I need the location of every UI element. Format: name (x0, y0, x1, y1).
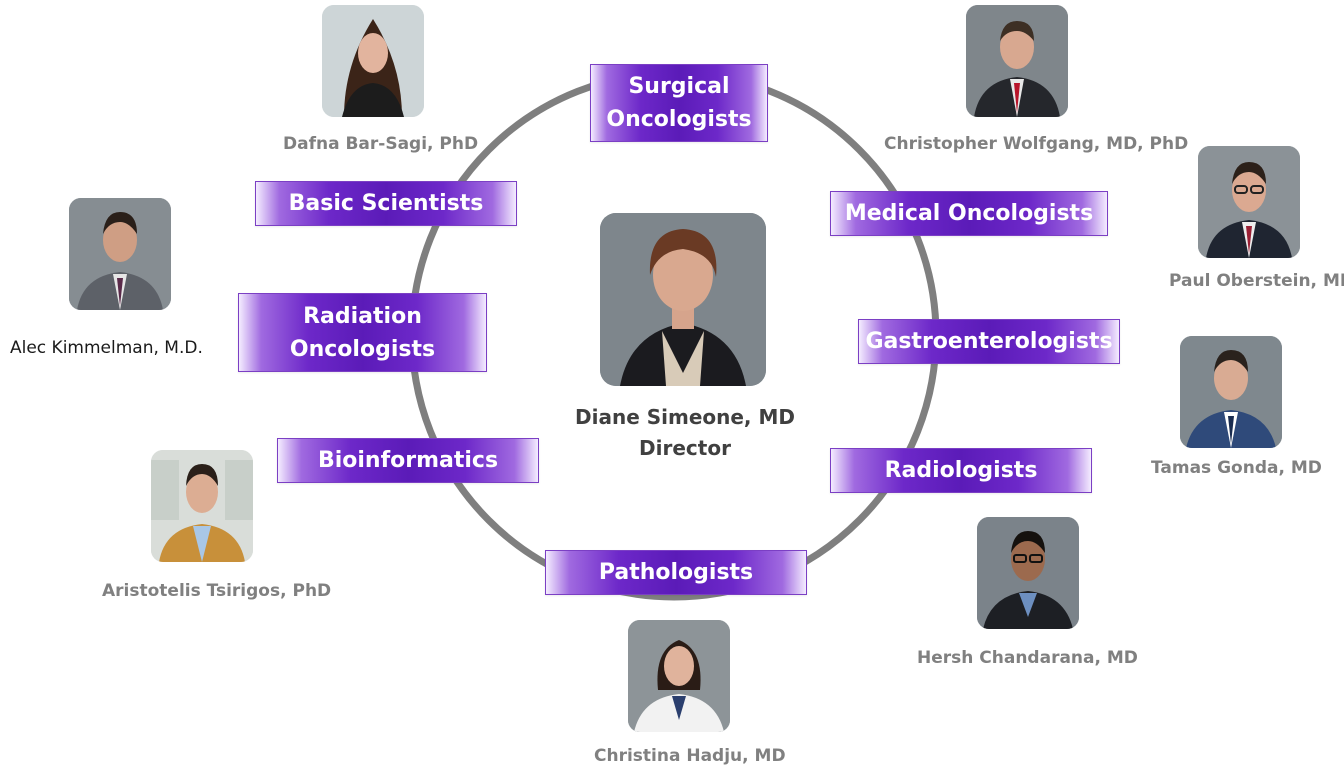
wolfgang-name: Christopher Wolfgang, MD, PhD (884, 134, 1189, 154)
director-name: Diane Simeone, MD (575, 405, 795, 429)
oberstein-name: Paul Oberstein, MD (1169, 271, 1344, 291)
kimmelman-name: Alec Kimmelman, M.D. (10, 338, 203, 358)
surgical-oncologists-box: Surgical Oncologists (590, 64, 768, 142)
bioinformatics-box: Bioinformatics (277, 438, 539, 483)
bar-sagi-photo (322, 5, 424, 117)
radiologists-box: Radiologists (830, 448, 1092, 493)
tsirigos-photo (151, 450, 253, 562)
medical-oncologists-label: Medical Oncologists (844, 201, 1094, 226)
chandarana-name: Hersh Chandarana, MD (917, 648, 1138, 668)
tsirigos-name: Aristotelis Tsirigos, PhD (102, 581, 332, 601)
pathologists-label: Pathologists (598, 560, 754, 585)
chandarana-photo (977, 517, 1079, 629)
basic-scientists-label: Basic Scientists (288, 191, 484, 216)
gastroenterologists-label: Gastroenterologists (865, 329, 1113, 354)
kimmelman-photo (69, 198, 171, 310)
director-caption: Diane Simeone, MD Director (560, 402, 810, 464)
basic-scientists-box: Basic Scientists (255, 181, 517, 226)
surgical-oncologists-label-2: Oncologists (606, 107, 752, 132)
wolfgang-photo (966, 5, 1068, 117)
radiation-oncologists-label-2: Oncologists (289, 336, 436, 362)
medical-oncologists-box: Medical Oncologists (830, 191, 1108, 236)
director-role: Director (639, 436, 731, 460)
bioinformatics-label: Bioinformatics (317, 448, 499, 473)
radiation-oncologists-label-1: Radiation (303, 303, 422, 329)
gonda-name: Tamas Gonda, MD (1151, 458, 1322, 478)
radiation-oncologists-box: Radiation Oncologists (238, 293, 487, 372)
oberstein-photo (1198, 146, 1300, 258)
hadju-name: Christina Hadju, MD (594, 746, 786, 766)
gastroenterologists-box: Gastroenterologists (858, 319, 1120, 364)
pathologists-box: Pathologists (545, 550, 807, 595)
hadju-photo (628, 620, 730, 732)
gonda-photo (1180, 336, 1282, 448)
radiologists-label: Radiologists (884, 458, 1038, 483)
surgical-oncologists-label-1: Surgical (628, 74, 730, 99)
director-photo (600, 213, 766, 386)
bar-sagi-name: Dafna Bar-Sagi, PhD (283, 134, 479, 154)
